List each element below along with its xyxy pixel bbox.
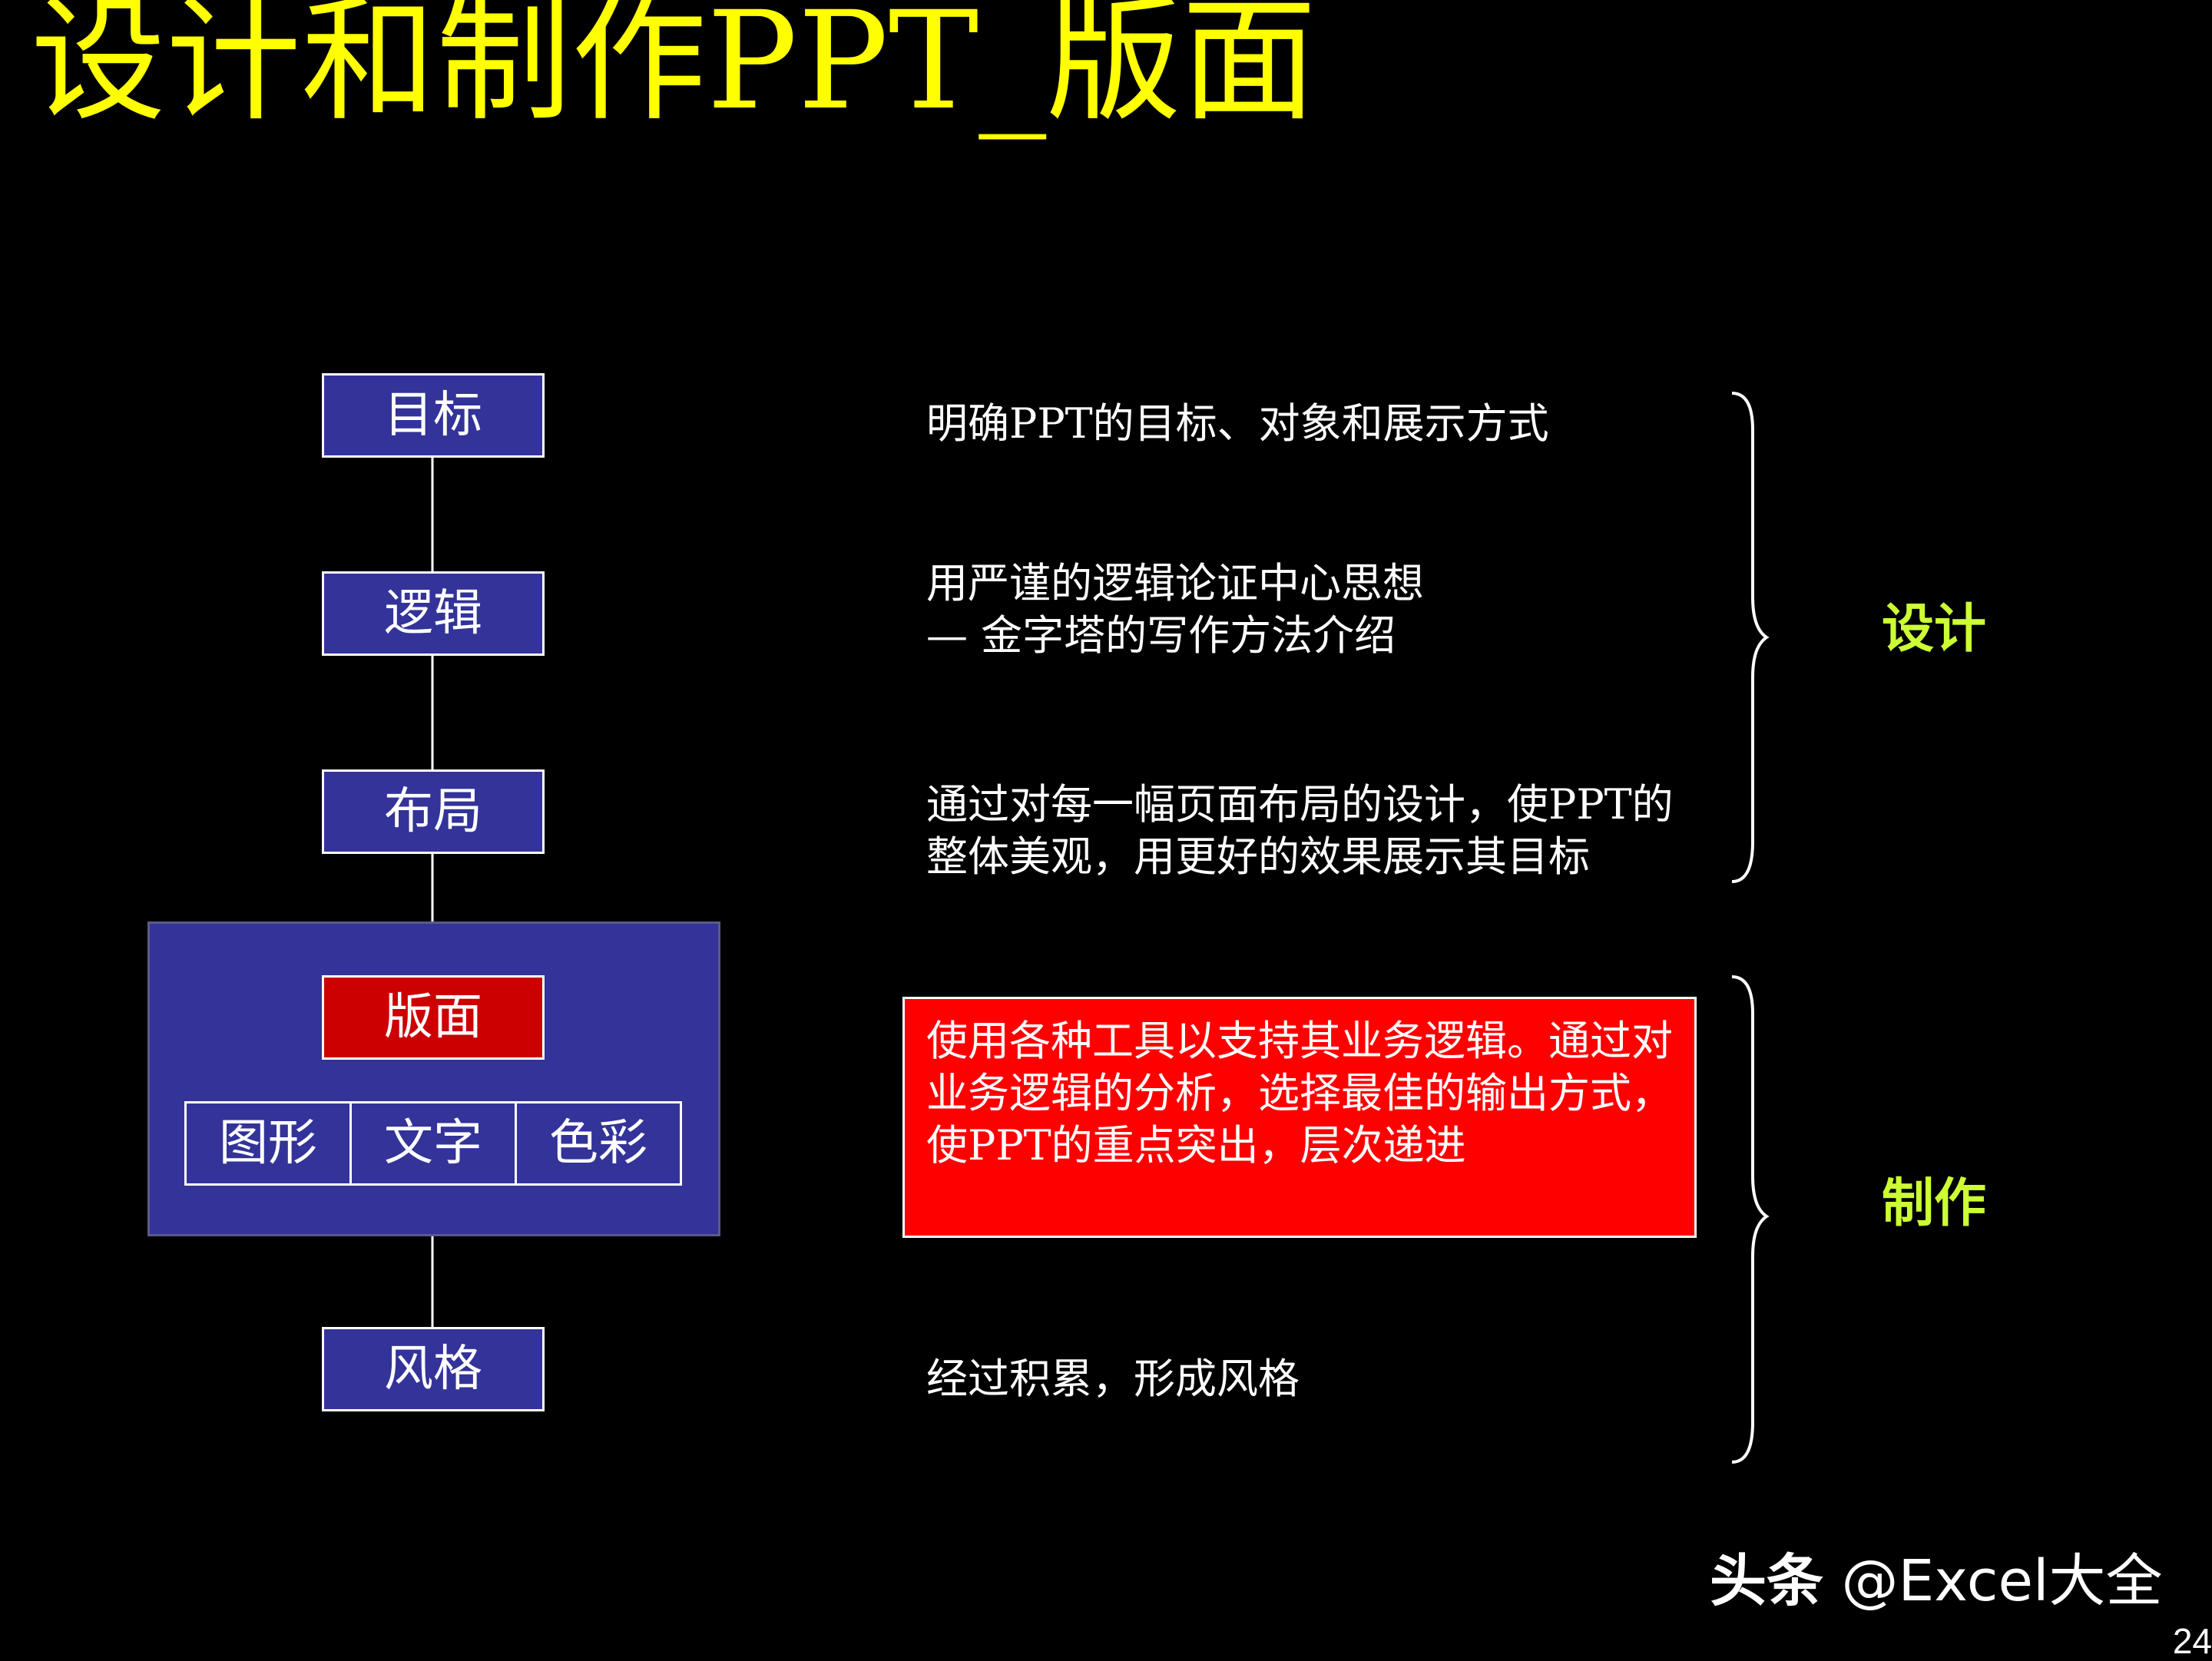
- desc-layout-line: 通过对每一幅页面布局的设计，使PPT的: [926, 780, 1674, 829]
- desc-page-line: 使用各种工具以支持其业务逻辑。通过对: [926, 1017, 1673, 1065]
- watermark-brand: 头条: [1710, 1548, 1823, 1614]
- desc-logic-line: 用严谨的逻辑论证中心思想: [926, 559, 1424, 607]
- page-number: 24: [2172, 1621, 2212, 1661]
- desc-logic-line: — 金字塔的写作方法介绍: [926, 611, 1396, 660]
- desc-page: 使用各种工具以支持其业务逻辑。通过对 业务逻辑的分析，选择最佳的输出方式， 使P…: [926, 1015, 1673, 1172]
- desc-goal: 明确PPT的目标、对象和展示方式: [926, 399, 1549, 448]
- production-brace: [1731, 975, 1770, 1464]
- flow-node-goal: 目标: [322, 373, 545, 458]
- desc-page-line: 业务逻辑的分析，选择最佳的输出方式，: [926, 1069, 1673, 1117]
- sub-node-text: 文字: [349, 1101, 517, 1186]
- desc-layout: 通过对每一幅页面布局的设计，使PPT的 整体美观，用更好的效果展示其目标: [926, 779, 1674, 883]
- highlight-box: [902, 997, 1697, 1238]
- phase-label-production: 制作: [1882, 1173, 1987, 1234]
- desc-layout-line: 整体美观，用更好的效果展示其目标: [926, 832, 1590, 881]
- page-focus-panel: [147, 921, 720, 1236]
- sub-node-graphics: 图形: [184, 1101, 352, 1186]
- flow-node-logic: 逻辑: [322, 571, 545, 656]
- flow-node-layout: 布局: [322, 769, 545, 854]
- phase-label-design: 设计: [1882, 599, 1987, 660]
- design-brace: [1731, 392, 1770, 883]
- sub-node-color: 色彩: [515, 1101, 682, 1186]
- page-title: 设计和制作PPT_版面: [31, 0, 1317, 140]
- watermark: 头条 @Excel大全: [1710, 1553, 2163, 1610]
- flow-node-style: 风格: [322, 1327, 545, 1411]
- watermark-account: @Excel大全: [1841, 1548, 2163, 1614]
- desc-style: 经过积累，形成风格: [926, 1355, 1300, 1403]
- desc-logic: 用严谨的逻辑论证中心思想 — 金字塔的写作方法介绍: [926, 558, 1424, 662]
- desc-page-line: 使PPT的重点突出，层次递进: [926, 1121, 1466, 1170]
- flow-node-page: 版面: [322, 975, 545, 1060]
